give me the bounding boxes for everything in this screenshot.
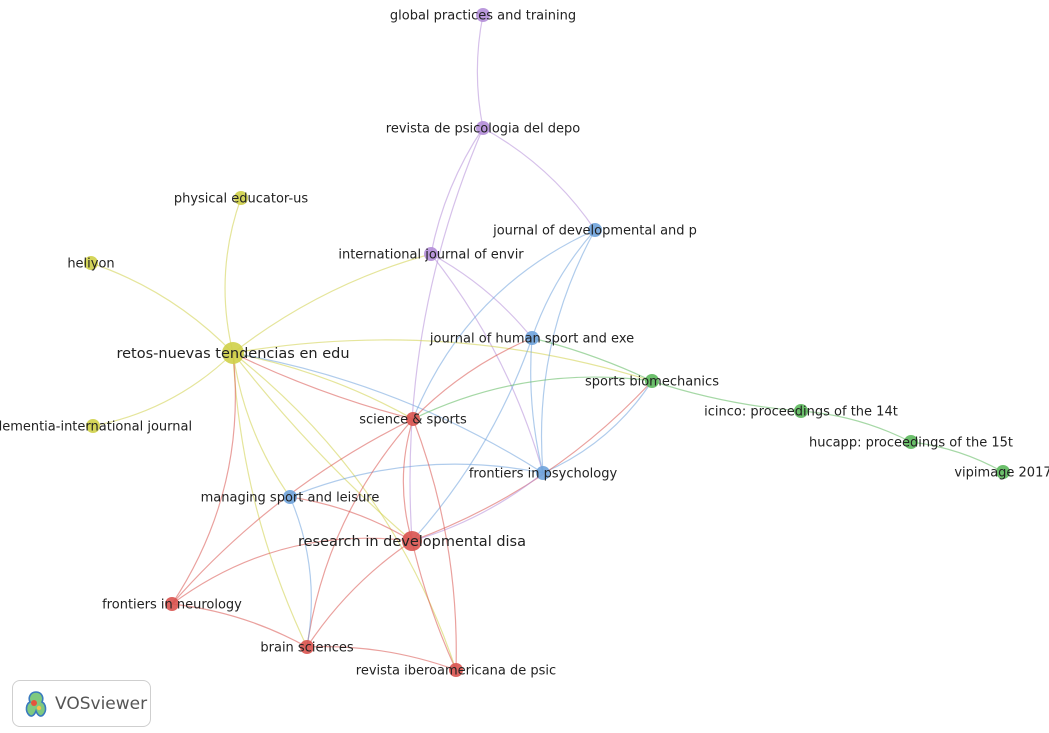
edge-ret-fp [232, 352, 544, 474]
node-label-sb: sports biomechanics [585, 375, 719, 390]
node-gpt[interactable] [476, 8, 490, 22]
edge-gpt-rpd [476, 14, 484, 129]
edge-ss-bs [306, 418, 414, 648]
node-msl[interactable] [283, 490, 297, 504]
node-label-ss: science & sports [359, 413, 467, 428]
node-jdp[interactable] [588, 223, 602, 237]
node-label-jhs: journal of human sport and exe [429, 332, 634, 347]
node-bs[interactable] [300, 640, 314, 654]
edge-ret-sb [232, 339, 653, 382]
edge-ret-dem [92, 352, 234, 427]
node-ret[interactable] [222, 342, 244, 364]
node-label-gpt: global practices and training [390, 9, 576, 24]
edge-ss-rip [412, 418, 457, 671]
edge-jdp-ss [412, 229, 596, 420]
node-ss[interactable] [406, 412, 420, 426]
edge-bs-rip [306, 646, 457, 671]
edge-ret-rip [232, 352, 457, 671]
edge-jhs-fp [530, 337, 544, 474]
node-label-hel: heliyon [67, 257, 114, 272]
edge-msl-bs [289, 496, 312, 648]
node-label-msl: managing sport and leisure [201, 491, 380, 506]
edges [90, 14, 1004, 671]
edge-ss-rdd [402, 418, 414, 542]
edge-rdd-rip [411, 540, 457, 671]
node-label-ret: retos-nuevas tendencias en edu [116, 346, 349, 362]
node-label-ije: international journal of envir [338, 248, 524, 263]
edge-ije-ret [232, 253, 432, 354]
edge-rpd-rdd [409, 127, 484, 542]
node-label-fn: frontiers in neurology [102, 598, 242, 613]
node-label-rdd: research in developmental disa [298, 534, 526, 550]
edge-ret-bs [232, 352, 308, 648]
edge-fp-msl [289, 463, 544, 498]
vosviewer-brand-text: VOSviewer [55, 693, 148, 714]
node-label-pe: physical educator-us [174, 192, 309, 207]
node-dem[interactable] [86, 419, 100, 433]
edge-ret-hel [90, 262, 234, 354]
edge-ije-fp [430, 253, 544, 474]
node-pe[interactable] [234, 191, 248, 205]
node-label-fp: frontiers in psychology [469, 467, 618, 482]
node-sb[interactable] [645, 374, 659, 388]
edge-huc-vip [910, 441, 1004, 473]
node-ici[interactable] [794, 404, 808, 418]
edge-rpd-jdp [482, 127, 596, 231]
node-label-vip: vipimage 2017 [954, 466, 1049, 481]
edge-rdd-bs [306, 540, 413, 648]
node-vip[interactable] [996, 465, 1010, 479]
node-hel[interactable] [84, 256, 98, 270]
node-rpd[interactable] [476, 121, 490, 135]
edge-jhs-ss [412, 337, 533, 420]
edge-fn-bs [171, 603, 308, 648]
edge-ici-huc [800, 410, 912, 443]
edge-ret-fn [171, 352, 236, 605]
nodes: global practices and training revista de … [0, 8, 1049, 679]
node-huc[interactable] [904, 435, 918, 449]
edge-ret-pe [224, 197, 242, 354]
edge-ss-fn [171, 418, 414, 605]
edge-ije-jhs [430, 253, 533, 339]
edge-jdp-jhs [531, 229, 596, 339]
edge-rpd-ije [430, 127, 484, 255]
edge-sb-ss [412, 376, 653, 420]
edge-sb-fp [542, 380, 653, 474]
edge-fp-rdd [411, 472, 544, 542]
edge-rdd-fn [171, 537, 413, 605]
node-ije[interactable] [424, 247, 438, 261]
edge-jhs-rdd [411, 337, 533, 542]
node-fp[interactable] [536, 466, 550, 480]
node-label-bs: brain sciences [260, 641, 353, 656]
edge-jdp-fp [540, 229, 596, 474]
node-label-jdp: journal of developmental and p [492, 224, 697, 239]
edge-ret-ss [232, 352, 414, 420]
node-label-rip: revista iberoamericana de psic [356, 664, 556, 679]
vosviewer-logo-icon [25, 690, 47, 717]
node-label-dem: dementia-international journal [0, 420, 192, 435]
edge-jhs-sb [531, 337, 653, 382]
vosviewer-badge: VOSviewer [12, 680, 151, 727]
node-rip[interactable] [449, 663, 463, 677]
edge-msl-rdd [289, 496, 413, 542]
node-fn[interactable] [165, 597, 179, 611]
edge-ret-msl [232, 352, 291, 498]
edge-sb-ici [651, 380, 802, 412]
edge-ret-ss [232, 352, 414, 420]
node-jhs[interactable] [525, 331, 539, 345]
edge-ret-rdd [232, 352, 413, 542]
node-label-huc: hucapp: proceedings of the 15t [809, 436, 1013, 451]
node-label-ici: icinco: proceedings of the 14t [704, 405, 898, 420]
node-rdd[interactable] [402, 531, 422, 551]
node-label-rpd: revista de psicologia del depo [386, 122, 580, 137]
